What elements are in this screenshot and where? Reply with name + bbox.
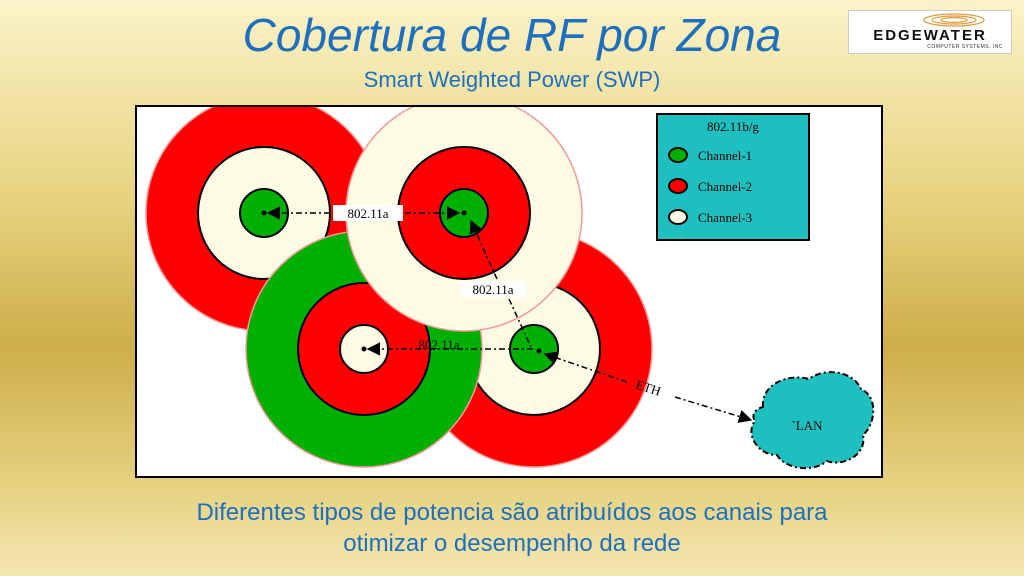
legend-swatch-green: [668, 147, 688, 163]
access-point-dot: [261, 210, 267, 216]
legend-label: Channel-3: [698, 210, 753, 225]
eth-link-label: ETH: [634, 377, 663, 399]
rf-coverage-diagram: 802.11a 802.11a 802.11a ETH `LAN 802.11b…: [135, 105, 883, 478]
logo-wordmark: EDGEWATER: [873, 27, 987, 44]
logo-tagline: COMPUTER SYSTEMS, INC: [927, 44, 1003, 50]
coverage-canvas: 802.11a 802.11a 802.11a ETH `LAN: [145, 107, 875, 470]
footer-line-1: Diferentes tipos de potencia são atribuí…: [196, 499, 828, 526]
lan-cloud-shape: [750, 371, 875, 470]
channel-legend: 802.11b/g Channel-1 Channel-2 Channel-3: [656, 113, 810, 241]
legend-label: Channel-2: [698, 179, 753, 194]
access-point-dot: [361, 346, 367, 352]
legend-title: 802.11b/g: [707, 119, 759, 134]
legend-swatch-red: [668, 178, 688, 194]
access-point-dot: [461, 210, 467, 216]
legend-swatch-cream: [668, 209, 688, 225]
edgewater-logo: EDGEWATER COMPUTER SYSTEMS, INC: [848, 10, 1012, 54]
lan-label: `LAN: [791, 418, 823, 433]
eth-link-left-arrow: [543, 351, 628, 383]
link-bottom-label: 802.11a: [418, 337, 459, 352]
slide-footer: Diferentes tipos de potencia são atribuí…: [120, 497, 904, 559]
logo-wave-icon: [923, 13, 985, 27]
link-top-label: 802.11a: [347, 206, 388, 221]
lan-cloud: `LAN: [750, 371, 875, 470]
link-vertical-label-bg: [460, 281, 526, 297]
link-top-label-bg: [333, 205, 403, 221]
legend-label: Channel-1: [698, 148, 753, 163]
access-point-dot: [536, 348, 542, 354]
link-vertical-label: 802.11a: [472, 282, 513, 297]
footer-line-2: otimizar o desempenho da rede: [343, 530, 681, 557]
slide-title: Cobertura de RF por Zona: [242, 9, 782, 61]
eth-link-right-arrow: [674, 396, 753, 423]
slide-subtitle: Smart Weighted Power (SWP): [363, 67, 661, 92]
link-vertical-upper-arrow: [469, 219, 498, 280]
link-vertical-lower-line: [508, 298, 532, 348]
